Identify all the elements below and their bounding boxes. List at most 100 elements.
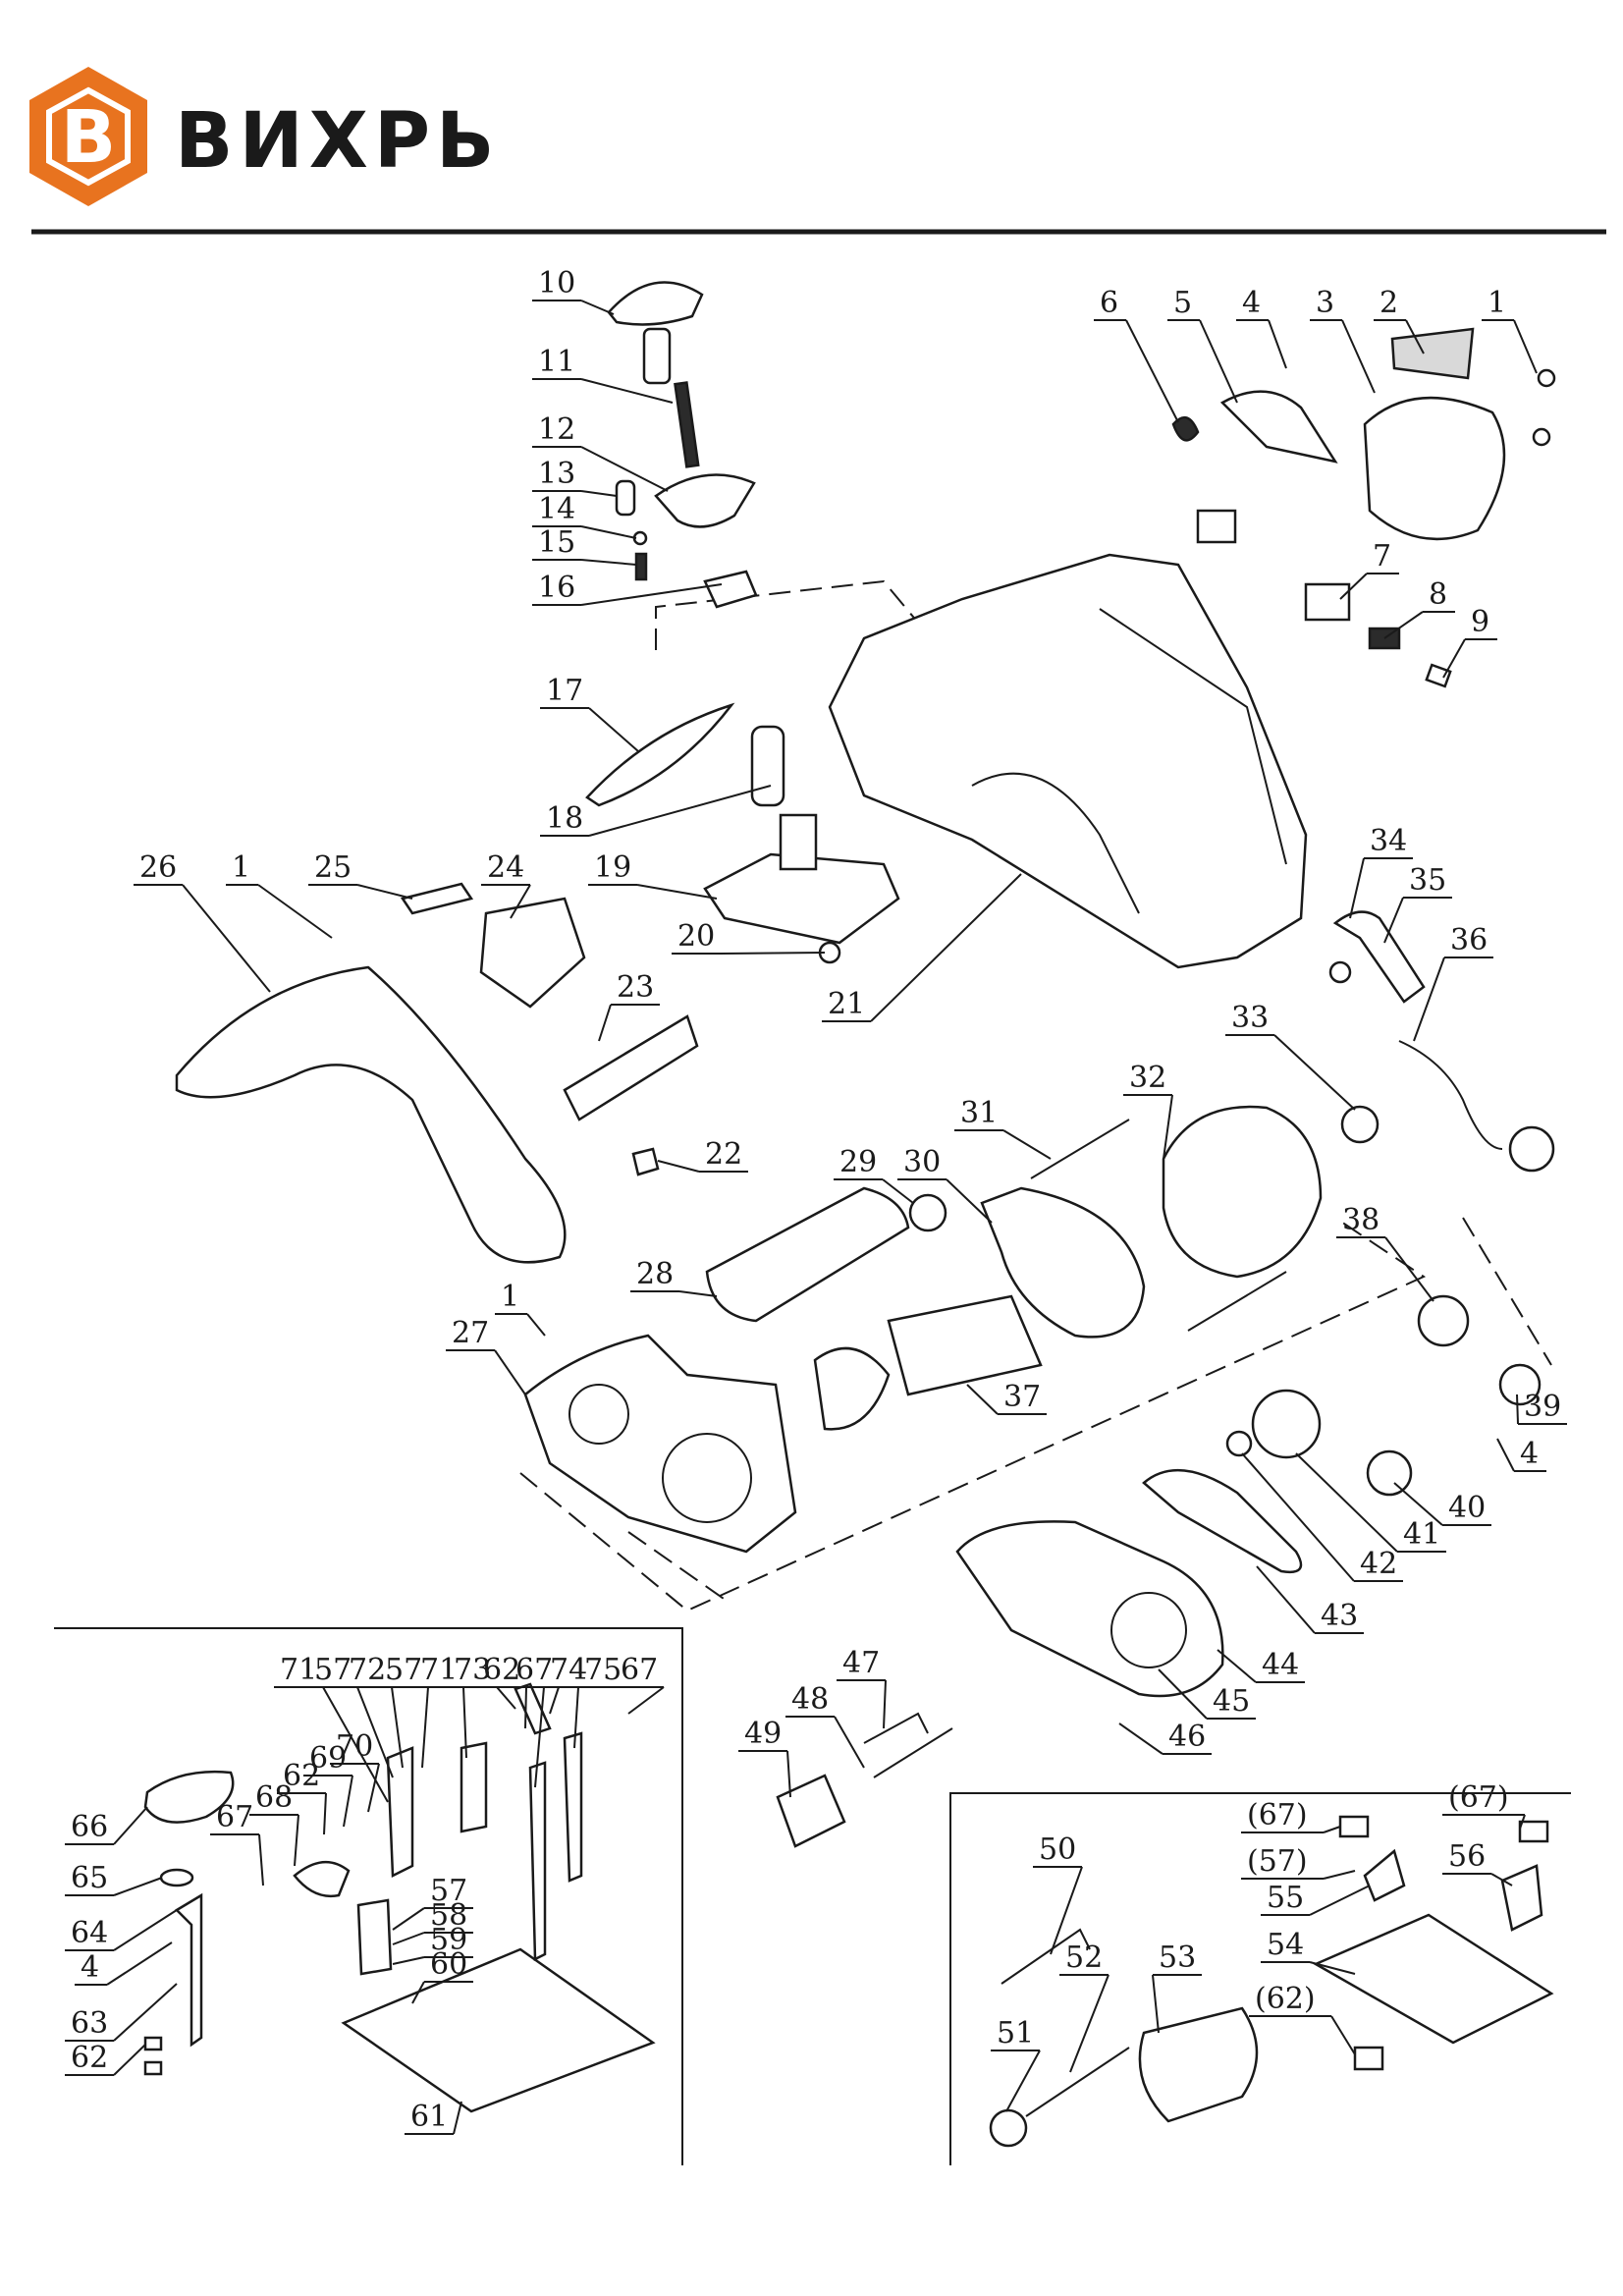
- callout-p73: 73: [454, 1653, 491, 1687]
- base-post: [779, 813, 818, 871]
- stator-32: [1162, 1105, 1323, 1279]
- callout-leader: [580, 378, 674, 404]
- callout-leader: [462, 1686, 467, 1759]
- callout-leader: [392, 1907, 425, 1931]
- callout-p22: 22: [705, 1137, 742, 1172]
- callout-p1b: 1: [232, 850, 250, 885]
- callout-p49: 49: [744, 1717, 782, 1751]
- callout-p58: 58: [430, 1898, 467, 1933]
- spring-15: [634, 552, 648, 581]
- callout-p67c: 67: [621, 1653, 658, 1687]
- callout-p54: 54: [1267, 1928, 1304, 1962]
- callout-p4c: 4: [81, 1950, 99, 1985]
- callout-p21: 21: [828, 987, 865, 1021]
- callout-leader: [946, 1178, 993, 1224]
- callout-p62c: 62: [483, 1653, 520, 1687]
- callout-p8: 8: [1429, 577, 1447, 612]
- callout-p13: 13: [538, 457, 575, 491]
- callout-leader: [411, 1981, 425, 2004]
- callout-leader: [1295, 1452, 1398, 1553]
- callout-leader: [1217, 1649, 1257, 1683]
- callout-leader: [113, 1983, 178, 2042]
- logo-letter: В: [61, 95, 116, 180]
- callout-leader: [1309, 1885, 1371, 1916]
- hex-key-47: [863, 1712, 929, 1744]
- callout-p34: 34: [1370, 824, 1407, 858]
- callout-leader: [1496, 1438, 1515, 1472]
- bolt-31b: [1187, 1271, 1287, 1332]
- callout-p53: 53: [1159, 1941, 1196, 1975]
- callout-leader: [1152, 1974, 1160, 2034]
- guide-54: [1313, 1913, 1554, 2045]
- callout-leader: [526, 1313, 546, 1337]
- rear-cover: [1363, 396, 1506, 541]
- callout-leader: [573, 1686, 579, 1749]
- callout-p59: 59: [430, 1923, 467, 1957]
- callout-leader: [322, 1686, 389, 1803]
- bracket-63: [174, 1892, 203, 2048]
- callout-leader: [356, 884, 413, 900]
- callout-p75: 75: [584, 1653, 622, 1687]
- callout-leader: [883, 1679, 887, 1729]
- callout-p67pa: (67): [1247, 1798, 1308, 1832]
- screw: [1537, 368, 1556, 388]
- callout-leader: [453, 2101, 462, 2135]
- chip-deflector: [585, 702, 735, 807]
- armature-core: [887, 1294, 1043, 1396]
- callout-p57p: (57): [1247, 1844, 1308, 1879]
- callout-leader: [391, 1686, 404, 1769]
- callout-leader: [392, 1956, 425, 1965]
- callout-p67b: 67: [515, 1653, 553, 1687]
- callout-p71b: 71: [420, 1653, 458, 1687]
- nut-62b: [143, 2060, 163, 2076]
- callout-leader: [720, 952, 826, 955]
- callout-leader: [786, 1750, 791, 1798]
- callout-p26: 26: [139, 850, 177, 885]
- callout-leader: [580, 525, 637, 539]
- brush-cap: [1425, 663, 1452, 688]
- bearing-33: [1340, 1105, 1380, 1144]
- callout-p66: 66: [71, 1810, 108, 1844]
- callout-leader: [257, 884, 333, 939]
- callout-leader: [1268, 319, 1287, 369]
- callout-leader: [534, 1686, 545, 1788]
- callout-leader: [1158, 1668, 1208, 1720]
- callout-p40: 40: [1448, 1491, 1486, 1525]
- callout-leader: [588, 707, 639, 752]
- callout-p15: 15: [538, 525, 575, 560]
- callout-p14: 14: [538, 492, 575, 526]
- callout-p50: 50: [1039, 1832, 1076, 1867]
- threaded-rod-sleeve: [642, 327, 672, 385]
- callout-p67pb: (67): [1448, 1780, 1509, 1815]
- callout-p51: 51: [997, 2016, 1034, 2050]
- callout-p33: 33: [1231, 1001, 1269, 1035]
- callout-leader: [598, 1004, 612, 1042]
- armature-fan: [813, 1346, 891, 1431]
- callout-p10: 10: [538, 266, 575, 301]
- callout-p68: 68: [255, 1780, 293, 1815]
- callout-p1c: 1: [501, 1280, 519, 1314]
- callout-leader: [323, 1792, 327, 1835]
- callout-leader: [1442, 638, 1466, 679]
- assembly-lines: [519, 579, 1552, 1613]
- callout-p27: 27: [452, 1316, 489, 1350]
- callout-leader: [510, 884, 531, 919]
- switch-24: [479, 897, 586, 1009]
- wrench-48: [873, 1727, 953, 1778]
- callout-leader: [1383, 611, 1424, 639]
- callout-leader: [1163, 1094, 1173, 1160]
- nut-62p: [1353, 2046, 1384, 2071]
- belt-43: [1142, 1468, 1303, 1574]
- nut-62: [143, 2036, 163, 2051]
- callout-p24: 24: [487, 850, 524, 885]
- callout-p2: 2: [1380, 286, 1398, 320]
- callout-leader: [1323, 1870, 1356, 1880]
- callout-leader: [1050, 1866, 1083, 1955]
- callout-leader: [1383, 897, 1404, 944]
- callout-leader: [113, 1877, 163, 1896]
- callout-p4a: 4: [1242, 286, 1261, 320]
- clamp-34: [1328, 960, 1352, 984]
- pulley-40: [1366, 1449, 1413, 1497]
- callout-p35: 35: [1409, 863, 1446, 898]
- switch-bracket: [1219, 390, 1338, 464]
